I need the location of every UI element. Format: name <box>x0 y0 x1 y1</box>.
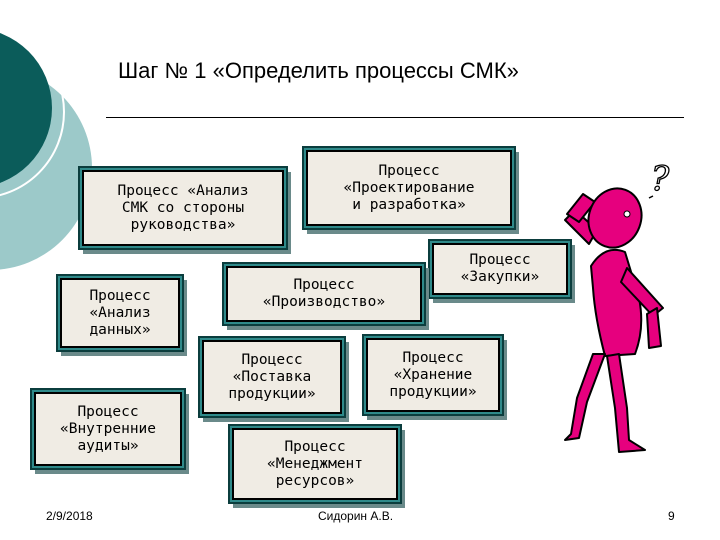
process-product-delivery: Процесс «Поставка продукции» <box>202 340 342 414</box>
thought-dots <box>648 195 654 199</box>
process-production: Процесс «Производство» <box>226 266 422 322</box>
figure-eye <box>623 210 631 218</box>
process-management-review: Процесс «Анализ СМК со стороны руководст… <box>82 170 284 246</box>
corner-circles-decoration <box>0 27 92 270</box>
dark-teal-circle <box>0 33 52 183</box>
footer-page-number: 9 <box>668 509 675 523</box>
process-resource-management: Процесс «Менеджмент ресурсов» <box>232 428 398 500</box>
process-product-storage: Процесс «Хранение продукции» <box>366 338 500 412</box>
footer-date: 2/9/2018 <box>46 509 93 523</box>
white-ring-circle <box>0 27 65 197</box>
process-internal-audits: Процесс «Внутренние аудиты» <box>34 392 182 466</box>
process-purchasing: Процесс «Закупки» <box>432 243 568 295</box>
slide-title: Шаг № 1 «Определить процессы СМК» <box>118 58 519 83</box>
footer-author: Сидорин А.В. <box>318 509 394 523</box>
process-data-analysis: Процесс «Анализ данных» <box>60 278 180 348</box>
thinking-figure-icon: ? <box>564 158 671 453</box>
question-mark-icon: ? <box>651 159 670 199</box>
title-divider <box>106 117 684 118</box>
process-design-development: Процесс «Проектирование и разработка» <box>306 150 512 226</box>
